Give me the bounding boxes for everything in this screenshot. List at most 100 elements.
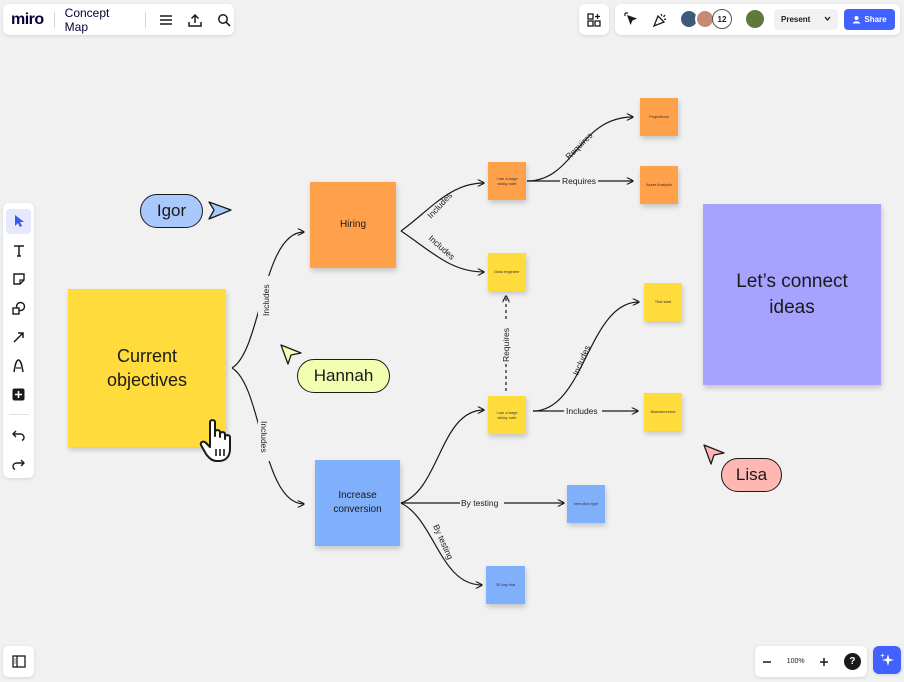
sticky-data-engineer[interactable]: Data engineer — [488, 253, 526, 291]
upload-icon — [188, 13, 202, 27]
label-includes-abandon: Includes — [566, 406, 598, 416]
participants-count-badge[interactable]: 12 — [712, 9, 732, 29]
creation-toolbar — [3, 203, 34, 478]
label-requires-dashed: Requires — [501, 328, 511, 362]
connector-sticky-projections[interactable] — [526, 117, 633, 182]
miro-logo[interactable]: miro — [11, 10, 44, 28]
sticky-large-note-bottom-text: I am a large sticky note — [496, 409, 518, 420]
sticky-abandonment[interactable]: Abandonment — [644, 393, 682, 431]
connector-conversion-sticky[interactable] — [400, 410, 484, 504]
board-title[interactable]: Concept Map — [64, 5, 110, 34]
sticky-trial-start-text: Trial start — [654, 299, 672, 305]
zoom-controls: 100% ? — [755, 646, 867, 677]
toolbar-divider — [8, 414, 29, 416]
sticky-increase-conversion-text: Increase conversion — [333, 490, 382, 515]
sticky-increase-conversion[interactable]: Increase conversion — [315, 460, 400, 546]
sparkle-icon — [880, 653, 894, 666]
hand-pointer-icon — [199, 419, 231, 462]
sticky-projections[interactable]: Projections — [640, 98, 678, 136]
sticky-projections-text: Projections — [649, 114, 669, 120]
sidebar-panel-icon — [11, 655, 26, 668]
sticky-hiring[interactable]: Hiring — [310, 182, 396, 268]
label-requires-1: Requires — [563, 130, 594, 161]
connector-conversion-trial[interactable] — [400, 502, 482, 585]
redo-icon — [12, 459, 25, 470]
sticky-hiring-text: Hiring — [339, 219, 367, 230]
label-hiring-includes-2: Includes — [427, 233, 457, 262]
celebrate-icon[interactable] — [652, 12, 668, 28]
undo-icon — [12, 430, 25, 441]
sticky-current-objectives[interactable]: Current objectives — [68, 289, 226, 447]
user-avatar[interactable] — [744, 8, 766, 30]
sticky-note-tool[interactable] — [6, 267, 31, 292]
frames-panel-button[interactable] — [3, 646, 34, 677]
label-by-testing-1: By testing — [461, 498, 499, 508]
redo-button[interactable] — [6, 451, 31, 476]
sticky-large-note-top[interactable]: I am a large sticky note — [488, 162, 526, 200]
present-button[interactable]: Present — [774, 9, 838, 30]
cursor-name-hannah: Hannah — [313, 366, 374, 385]
label-includes-lower: Includes — [259, 421, 269, 453]
label-by-testing-2: By testing — [431, 523, 455, 561]
cursor-name-lisa: Lisa — [735, 465, 768, 484]
user-icon — [853, 16, 861, 24]
share-button[interactable]: Share — [844, 9, 895, 30]
help-button[interactable]: ? — [843, 653, 861, 670]
sticky-abandonment-text: Abandonment — [650, 409, 676, 415]
sticky-large-note-top-text: I am a large sticky note — [496, 175, 518, 186]
label-includes-trial: Includes — [571, 344, 593, 377]
connector-sticky-trial[interactable] — [532, 302, 639, 412]
search-icon — [218, 13, 231, 27]
connector-hiring-data-engineer[interactable] — [400, 230, 484, 272]
cursor-name-igor: Igor — [156, 201, 187, 220]
cursor-select-icon[interactable] — [624, 12, 640, 28]
cursor-arrow-lisa-icon — [703, 444, 725, 465]
cursor-tag-hannah: Hannah — [297, 359, 390, 393]
header-divider — [145, 11, 147, 28]
zoom-level[interactable]: 100% — [786, 658, 805, 665]
sticky-large-note-bottom[interactable]: I am a large sticky note — [488, 396, 526, 434]
cursor-arrow-hannah-icon — [280, 344, 302, 365]
select-tool[interactable] — [6, 209, 31, 234]
chevron-down-icon — [824, 16, 831, 22]
sticky-current-objectives-text: Current objectives — [106, 345, 188, 390]
main-menu-button[interactable] — [156, 10, 176, 30]
undo-button[interactable] — [6, 422, 31, 447]
connector-hiring-sticky-top[interactable] — [400, 183, 484, 232]
more-tools-button[interactable] — [6, 382, 31, 407]
shapes-icon — [11, 301, 25, 315]
ai-assist-button[interactable] — [873, 646, 901, 674]
cursor-arrow-icon — [14, 215, 24, 228]
plus-square-icon — [12, 388, 25, 401]
sticky-lets-connect[interactable]: Let’s connect ideas — [703, 204, 881, 385]
text-icon — [13, 245, 24, 257]
sticky-asset-analysis-text: Asset Analysis — [646, 182, 672, 188]
text-tool[interactable] — [6, 238, 31, 263]
share-button-label: Share — [864, 15, 887, 24]
apps-shapes-icon[interactable] — [587, 12, 601, 27]
cursor-arrow-igor-icon — [208, 201, 232, 220]
sticky-30-day-trial-text: 30 day trial — [495, 582, 516, 588]
apps-panel — [579, 4, 609, 35]
sticky-new-plan-type[interactable]: new plan type — [567, 485, 605, 523]
export-button[interactable] — [185, 10, 205, 30]
zoom-out-icon[interactable] — [761, 656, 773, 668]
sticky-trial-start[interactable]: Trial start — [644, 283, 682, 321]
connection-line-tool[interactable] — [6, 325, 31, 350]
pen-tool[interactable] — [6, 353, 31, 378]
shapes-tool[interactable] — [6, 296, 31, 321]
sticky-30-day-trial[interactable]: 30 day trial — [486, 566, 525, 604]
zoom-in-icon[interactable] — [818, 656, 830, 668]
sticky-asset-analysis[interactable]: Asset Analysis — [640, 166, 678, 204]
sticky-data-engineer-text: Data engineer — [494, 269, 520, 275]
board-header: miro Concept Map — [3, 4, 234, 35]
cursor-tag-igor: Igor — [140, 194, 203, 228]
present-button-label: Present — [781, 15, 811, 24]
sticky-lets-connect-text: Let’s connect ideas — [736, 270, 848, 318]
cursor-tag-lisa: Lisa — [721, 458, 782, 492]
collaboration-panel: 12 Present Share — [615, 4, 900, 35]
search-button[interactable] — [214, 10, 234, 30]
hamburger-menu-icon — [160, 14, 173, 25]
label-hiring-includes-1: Includes — [425, 190, 454, 220]
